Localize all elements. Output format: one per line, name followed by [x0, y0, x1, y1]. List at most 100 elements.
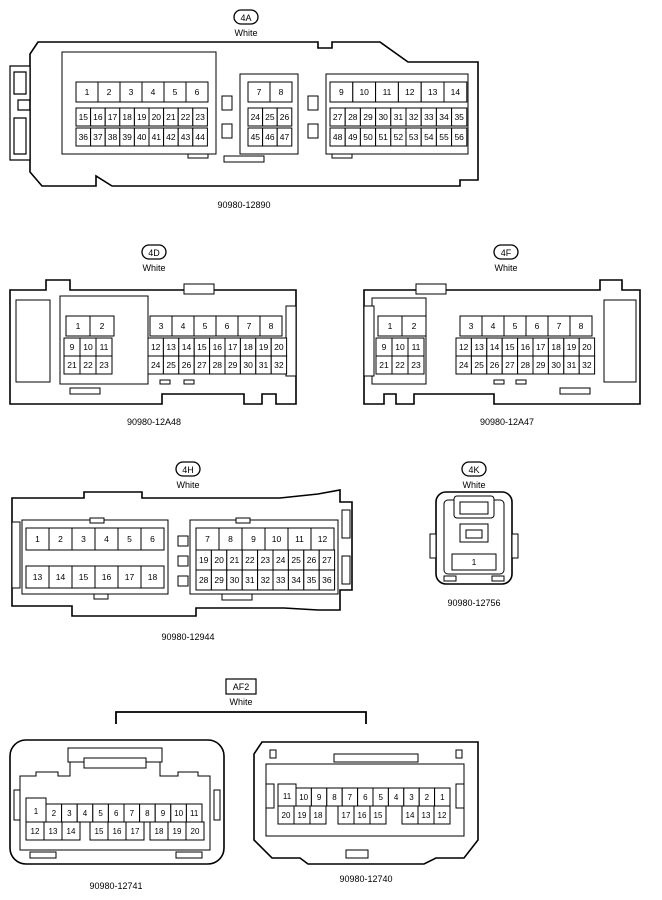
- pin-label: 32: [582, 360, 592, 370]
- pin-label: 31: [245, 575, 255, 585]
- pin-label: 31: [259, 360, 269, 370]
- connector-4f-part-number: 90980-12A47: [480, 417, 534, 427]
- pin-label: 38: [108, 132, 118, 142]
- pin-label: 25: [265, 112, 275, 122]
- pin-label: 15: [197, 342, 207, 352]
- pin-label: 29: [536, 360, 546, 370]
- connector-4a-color: White: [234, 28, 257, 38]
- pin-cell: [192, 107, 208, 127]
- connector-af2-bracket: [115, 711, 367, 724]
- pin-label: 34: [439, 112, 449, 122]
- connector-4d-color: White: [142, 263, 165, 273]
- pin-label: 11: [383, 87, 392, 97]
- pin-label: 13: [166, 342, 176, 352]
- connector-4k: 4K White 1 90980-12756: [429, 461, 519, 608]
- pin-label: 28: [199, 575, 209, 585]
- pin-label: 30: [378, 112, 388, 122]
- pin-cell: [270, 355, 288, 375]
- pin-label: 10: [272, 534, 282, 544]
- pin-label: 20: [214, 555, 224, 565]
- pin-label: 6: [225, 321, 230, 331]
- pin-label: 11: [283, 792, 292, 801]
- pin-label: 6: [195, 87, 200, 97]
- pin-label: 16: [113, 827, 122, 836]
- pin-label: 1: [440, 793, 445, 802]
- connector-4d-id: 4D: [148, 248, 160, 258]
- connector-4a-id: 4A: [240, 13, 251, 23]
- pin-cell: [185, 81, 209, 103]
- pin-label: 11: [190, 809, 199, 818]
- pin-label: 22: [395, 360, 405, 370]
- pin-label: 19: [173, 827, 182, 836]
- pin-label: 9: [70, 342, 75, 352]
- pin-label: 14: [451, 87, 461, 97]
- pin-label: 11: [295, 534, 304, 544]
- pin-label: 29: [363, 112, 373, 122]
- connector-4h-part-number: 90980-12944: [161, 632, 214, 642]
- pin-label: 2: [107, 87, 112, 97]
- pin-label: 3: [67, 809, 72, 818]
- pin-cell: [276, 127, 293, 147]
- pin-label: 13: [422, 811, 431, 820]
- pin-cell: [185, 821, 205, 841]
- connector-af2-id: AF2: [233, 682, 250, 692]
- pin-cell: [407, 355, 425, 375]
- pin-label: 53: [409, 132, 419, 142]
- pin-label: 19: [259, 342, 269, 352]
- connector-4k-id-badge: [461, 461, 487, 477]
- pin-label: 28: [213, 360, 223, 370]
- connector-4d-id-badge: [141, 244, 167, 260]
- pin-label: 12: [318, 534, 328, 544]
- pin-cell: [95, 355, 113, 375]
- connector-4k-part-number: 90980-12756: [447, 598, 500, 608]
- connector-af2-12741-part-number: 90980-12741: [89, 881, 142, 891]
- connector-4h-id-badge: [175, 461, 201, 477]
- pin-label: 15: [79, 572, 89, 582]
- pin-label: 7: [130, 809, 135, 818]
- pin-label: 20: [274, 342, 284, 352]
- pin-label: 27: [505, 360, 515, 370]
- pin-label: 10: [83, 342, 93, 352]
- pin-label: 18: [122, 112, 132, 122]
- pin-label: 3: [409, 793, 414, 802]
- pin-label: 14: [67, 827, 76, 836]
- pin-label: 26: [490, 360, 500, 370]
- pin-label: 15: [79, 112, 89, 122]
- pin-cell: [401, 315, 427, 337]
- pin-label: 16: [521, 342, 531, 352]
- pin-cell: [433, 805, 451, 825]
- pin-label: 54: [424, 132, 434, 142]
- pin-label: 18: [155, 827, 164, 836]
- connector-4f-color: White: [494, 263, 517, 273]
- pin-label: 7: [348, 793, 353, 802]
- pin-cell: [451, 107, 468, 127]
- pin-label: 22: [245, 555, 255, 565]
- pin-label: 30: [230, 575, 240, 585]
- pin-label: 8: [228, 534, 233, 544]
- pin-label: 25: [291, 555, 301, 565]
- pin-label: 49: [348, 132, 358, 142]
- pin-cell: [140, 527, 165, 551]
- connector-4f-id-badge: [493, 244, 519, 260]
- pin-label: 43: [181, 132, 191, 142]
- pin-label: 11: [100, 342, 109, 352]
- pin-label: 16: [213, 342, 223, 352]
- pin-label: 47: [280, 132, 290, 142]
- pin-label: 26: [182, 360, 192, 370]
- pin-label: 30: [243, 360, 253, 370]
- pin-label: 20: [582, 342, 592, 352]
- pin-cell: [89, 315, 115, 337]
- pin-label: 26: [280, 112, 290, 122]
- pin-label: 33: [276, 575, 286, 585]
- pin-label: 52: [394, 132, 404, 142]
- pin-label: 32: [409, 112, 419, 122]
- pin-label: 14: [182, 342, 192, 352]
- pin-label: 20: [152, 112, 162, 122]
- pin-label: 3: [159, 321, 164, 331]
- pin-label: 30: [551, 360, 561, 370]
